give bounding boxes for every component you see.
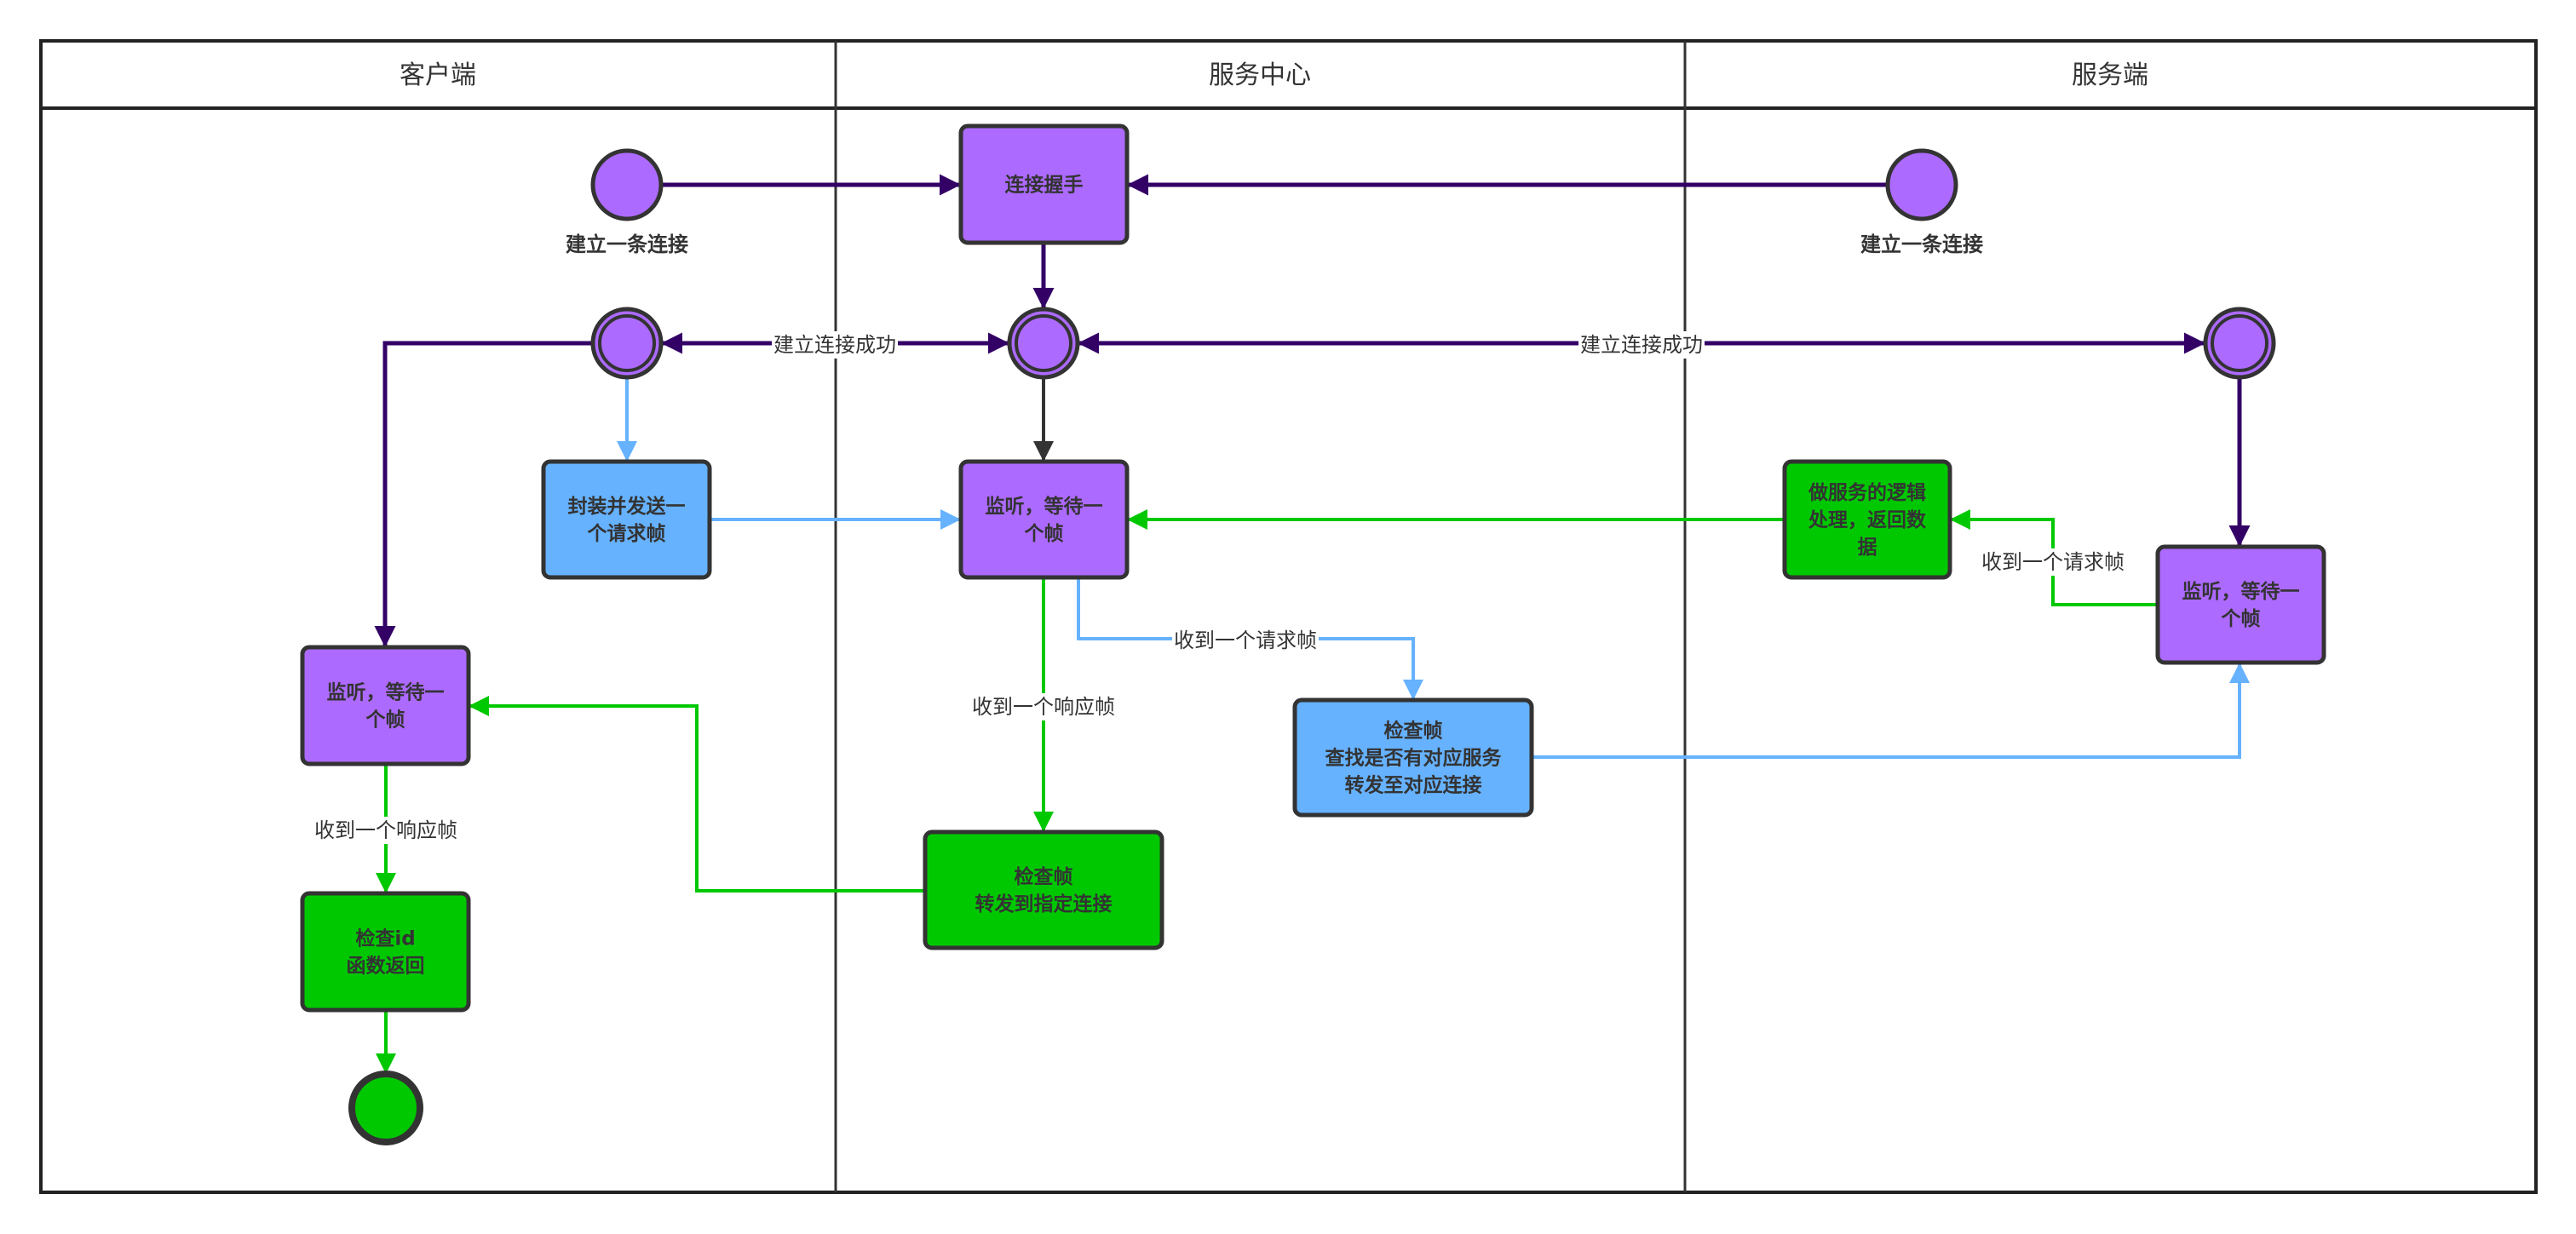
action-node-text-line: 函数返回: [347, 956, 425, 978]
action-node-text-line: 连接握手: [1005, 174, 1084, 197]
lane-title-client: 客户端: [400, 60, 476, 90]
edge-label: 建立连接成功: [772, 331, 898, 359]
action-node-box: [300, 891, 471, 1013]
edge-label: 收到一个请求帧: [1172, 627, 1319, 654]
action-node-text-line: 检查id: [355, 927, 415, 950]
edge-label: 收到一个响应帧: [313, 817, 459, 844]
node-server-connected[interactable]: [2203, 307, 2276, 380]
edge-center-check-request-to-server-listen: [1532, 663, 2250, 759]
edge-label-background: [1980, 548, 2126, 576]
start-node-label: 建立一条连接: [566, 232, 688, 256]
action-node-text-line: 处理，返回数: [1808, 509, 1927, 531]
edge-center-check-response-to-client-listen: [469, 696, 925, 892]
state-node-inner-ring: [2211, 314, 2268, 372]
action-node-text-line: 做服务的逻辑: [1808, 481, 1926, 504]
action-node-text-line: 监听，等待一: [2182, 580, 2300, 603]
edge-label-text: 收到一个响应帧: [314, 818, 457, 842]
lane-title-server: 服务端: [2072, 60, 2148, 90]
action-node-text-line: 检查帧: [1384, 720, 1443, 743]
node-client-start[interactable]: 建立一条连接: [566, 148, 688, 256]
action-node-box: [1782, 459, 1952, 580]
nodes-layer: 建立一条连接建立一条连接连接握手封装并发送一个请求帧监听，等待一个帧做服务的逻辑…: [300, 123, 2326, 1145]
edges-layer: [374, 174, 2251, 1074]
start-node-circle: [1885, 148, 1958, 221]
action-node-text-line: 监听，等待一: [986, 495, 1103, 518]
edge-label: 收到一个请求帧: [1980, 548, 2126, 576]
action-node-text-line: 据: [1858, 537, 1877, 559]
action-node-text-line: 封装并发送一: [568, 495, 686, 518]
node-center-connected[interactable]: [1007, 307, 1080, 380]
edge-label-background: [970, 693, 1117, 720]
edge-label: 收到一个响应帧: [970, 693, 1117, 720]
lane-title-center: 服务中心: [1209, 60, 1311, 90]
edge-label: 建立连接成功: [1578, 331, 1705, 359]
action-node-text-line: 监听，等待一: [327, 681, 445, 704]
node-client-check-id[interactable]: 检查id 函数返回: [300, 891, 471, 1013]
action-node-box: [958, 459, 1130, 580]
action-node-box: [923, 829, 1164, 950]
edge-label-text: 收到一个响应帧: [972, 695, 1115, 719]
node-handshake[interactable]: 连接握手: [958, 123, 1130, 245]
action-node-text-line: 个帧: [366, 709, 405, 732]
state-node-inner-ring: [598, 314, 656, 372]
node-server-start[interactable]: 建立一条连接: [1860, 148, 1983, 256]
node-client-connected[interactable]: [590, 307, 664, 380]
start-node-label: 建立一条连接: [1860, 232, 1983, 256]
action-node-box: [2155, 544, 2326, 665]
edge-label-text: 收到一个请求帧: [1981, 550, 2125, 574]
action-node-box: [541, 459, 712, 580]
action-node-text-line: 个请求帧: [588, 523, 666, 545]
edge-label-text: 收到一个请求帧: [1174, 628, 1317, 652]
action-node-text-line: 查找是否有对应服务: [1325, 747, 1503, 770]
node-client-end[interactable]: [348, 1070, 423, 1145]
start-node-circle: [590, 148, 664, 221]
action-node-box: [300, 645, 471, 766]
edge-labels-layer: 建立连接成功建立连接成功收到一个请求帧收到一个请求帧收到一个响应帧收到一个响应帧: [313, 331, 2126, 844]
edge-label-background: [1172, 627, 1319, 654]
action-node-text-line: 个帧: [2222, 608, 2261, 630]
edge-label-text: 建立连接成功: [1580, 333, 1703, 357]
action-node-box: [1292, 697, 1534, 818]
action-node-text-line: 个帧: [1025, 523, 1064, 545]
action-node-text-line: 转发到指定连接: [975, 892, 1113, 915]
end-node-circle: [348, 1070, 423, 1145]
swimlane-frame: 客户端 服务中心 服务端: [39, 39, 2538, 1194]
edge-label-background: [772, 331, 898, 359]
edge-client-connected-to-client-listen: [374, 341, 593, 647]
lane-outer-border: [39, 39, 2538, 1194]
action-node-box: [958, 123, 1130, 245]
action-node-text-line: 转发至对应连接: [1345, 774, 1482, 797]
action-node-text-line: 检查帧: [1015, 865, 1073, 888]
edge-label-background: [313, 817, 459, 844]
edge-label-text: 建立连接成功: [773, 333, 896, 357]
state-node-inner-ring: [1015, 314, 1072, 372]
edge-label-background: [1578, 331, 1705, 359]
